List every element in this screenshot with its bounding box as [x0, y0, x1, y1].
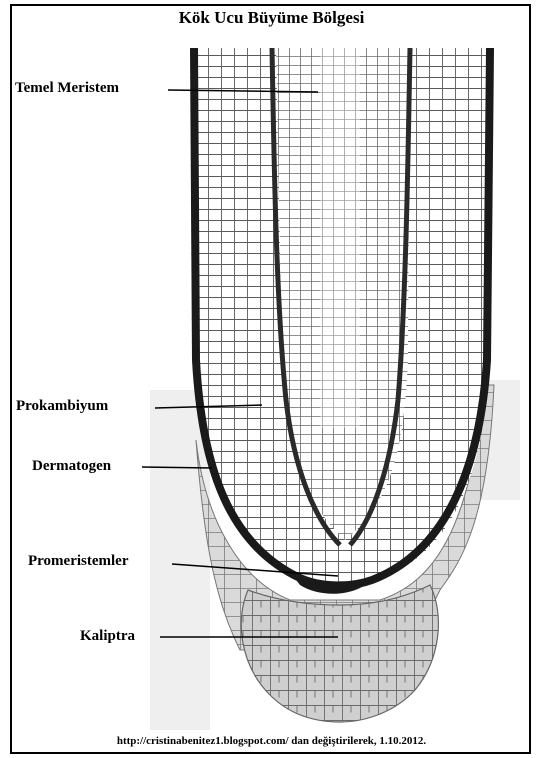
- diagram-title: Kök Ucu Büyüme Bölgesi: [0, 8, 543, 28]
- background-shading: [150, 390, 210, 730]
- source-credit: http://cristinabenitez1.blogspot.com/ da…: [0, 735, 543, 747]
- label-prokambiyum: Prokambiyum: [16, 398, 108, 415]
- root-cap: [241, 585, 438, 722]
- leader-dermatogen: [142, 467, 212, 468]
- label-dermatogen: Dermatogen: [32, 458, 111, 475]
- label-kaliptra: Kaliptra: [80, 628, 135, 645]
- label-temel-meristem: Temel Meristem: [15, 80, 119, 97]
- label-promeristemler: Promeristemler: [28, 553, 129, 570]
